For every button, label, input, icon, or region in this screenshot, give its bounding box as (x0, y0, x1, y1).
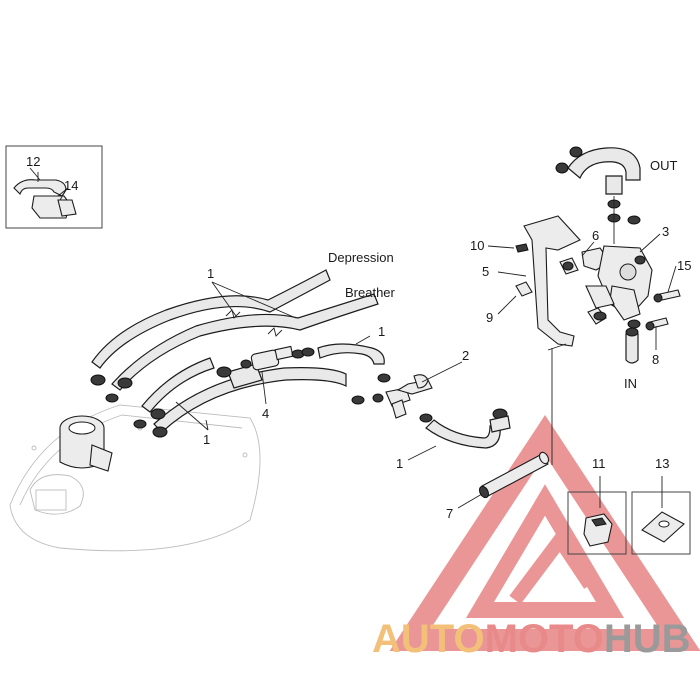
label-in: IN (624, 376, 637, 391)
callout-1-upper: 1 (207, 266, 214, 281)
callout-14: 14 (64, 178, 78, 193)
inset-clip-11 (567, 491, 627, 555)
callout-15: 15 (677, 258, 691, 273)
callout-13: 13 (655, 456, 669, 471)
callout-9: 9 (486, 310, 493, 325)
callout-1-lower: 1 (203, 432, 210, 447)
watermark-auto: AUTOMOTOHUB (372, 617, 691, 661)
callout-1-right: 1 (378, 324, 385, 339)
callout-11: 11 (592, 456, 606, 471)
label-breather: Breather (345, 285, 396, 300)
outlet-hose (555, 146, 641, 244)
callout-labels: 12 14 1 1 1 4 2 1 10 5 9 6 3 15 8 7 11 1… (26, 154, 691, 521)
fuel-pump-bracket (515, 215, 681, 465)
fuel-tank (9, 404, 261, 552)
watermark-logo (389, 414, 700, 651)
callout-8: 8 (652, 352, 659, 367)
label-depression: Depression (328, 250, 394, 265)
callout-7: 7 (446, 506, 453, 521)
callout-3: 3 (662, 224, 669, 239)
callout-4: 4 (262, 406, 269, 421)
callout-6: 6 (592, 228, 599, 243)
leader-lines (29, 167, 677, 509)
word-labels: Depression Breather OUT IN (328, 158, 678, 391)
callout-1-bottom: 1 (396, 456, 403, 471)
rod-7 (478, 451, 550, 499)
inline-filter-4 (216, 345, 305, 389)
callout-5: 5 (482, 264, 489, 279)
inset-clip-13 (631, 491, 691, 555)
callout-10: 10 (470, 238, 484, 253)
t-fitting-2 (301, 343, 511, 449)
watermark-text: AUTOMOTOHUB (372, 617, 691, 661)
inset-clamp-12-14 (5, 145, 103, 229)
callout-12: 12 (26, 154, 40, 169)
callout-2: 2 (462, 348, 469, 363)
label-out: OUT (650, 158, 678, 173)
